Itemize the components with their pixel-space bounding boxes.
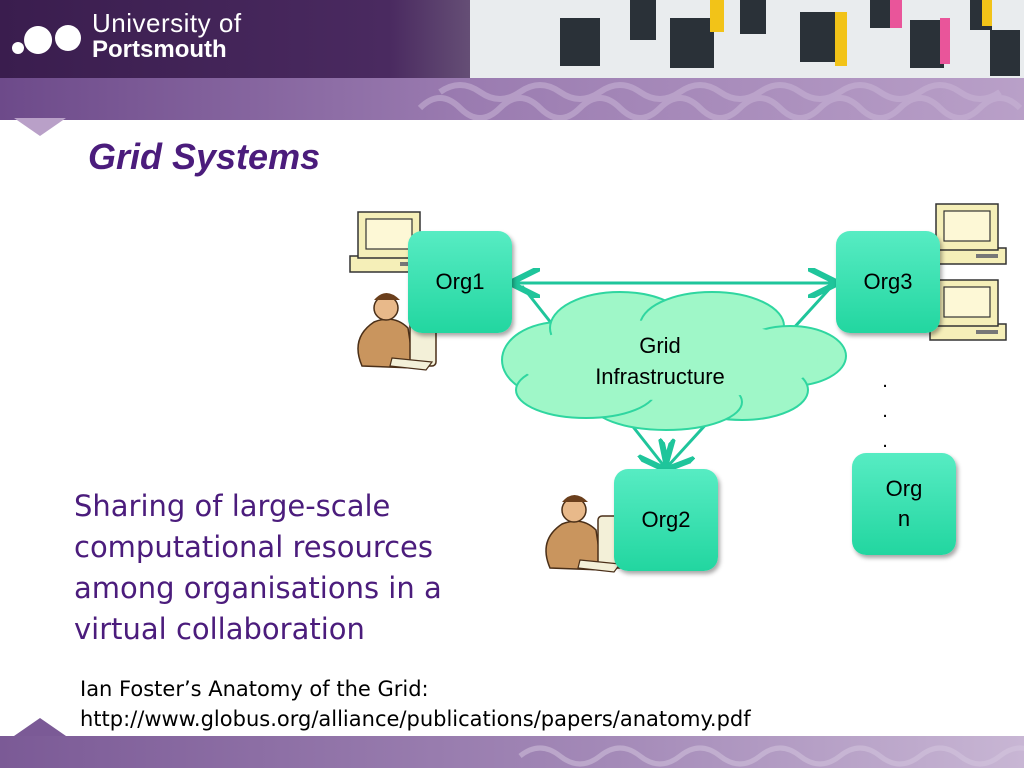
computer-icon [929,279,1007,341]
wave-pattern [417,82,1023,120]
university-logo [12,25,81,54]
org3-node: Org3 [836,231,940,333]
slide-footer-band [0,736,1024,768]
university-name-line2: Portsmouth [92,36,227,63]
org1-node: Org1 [408,231,512,333]
building-photo [470,0,1024,82]
org2-node: Org2 [614,469,718,571]
person-at-computer-icon [545,495,625,573]
reference-url[interactable]: http://www.globus.org/alliance/publicati… [80,707,751,731]
footer-wave-pattern [518,745,1024,767]
slide-header: University of Portsmouth [0,0,1024,120]
computer-icon [929,203,1007,265]
person-at-computer-icon [357,293,437,371]
footer-notch [14,718,66,736]
slide-title: Grid Systems [88,136,321,177]
ellipsis-dots: . . . [882,370,888,452]
slide-body-text: Sharing of large-scale computational res… [74,489,442,646]
university-name-line1: University of [92,8,242,38]
header-notch [14,118,66,136]
grid-infrastructure-label: Grid Infrastructure [595,333,725,389]
header-wave-band [0,78,1024,120]
orgn-node: Org n [852,453,956,555]
reference-citation: Ian Foster’s Anatomy of the Grid: [80,677,429,701]
